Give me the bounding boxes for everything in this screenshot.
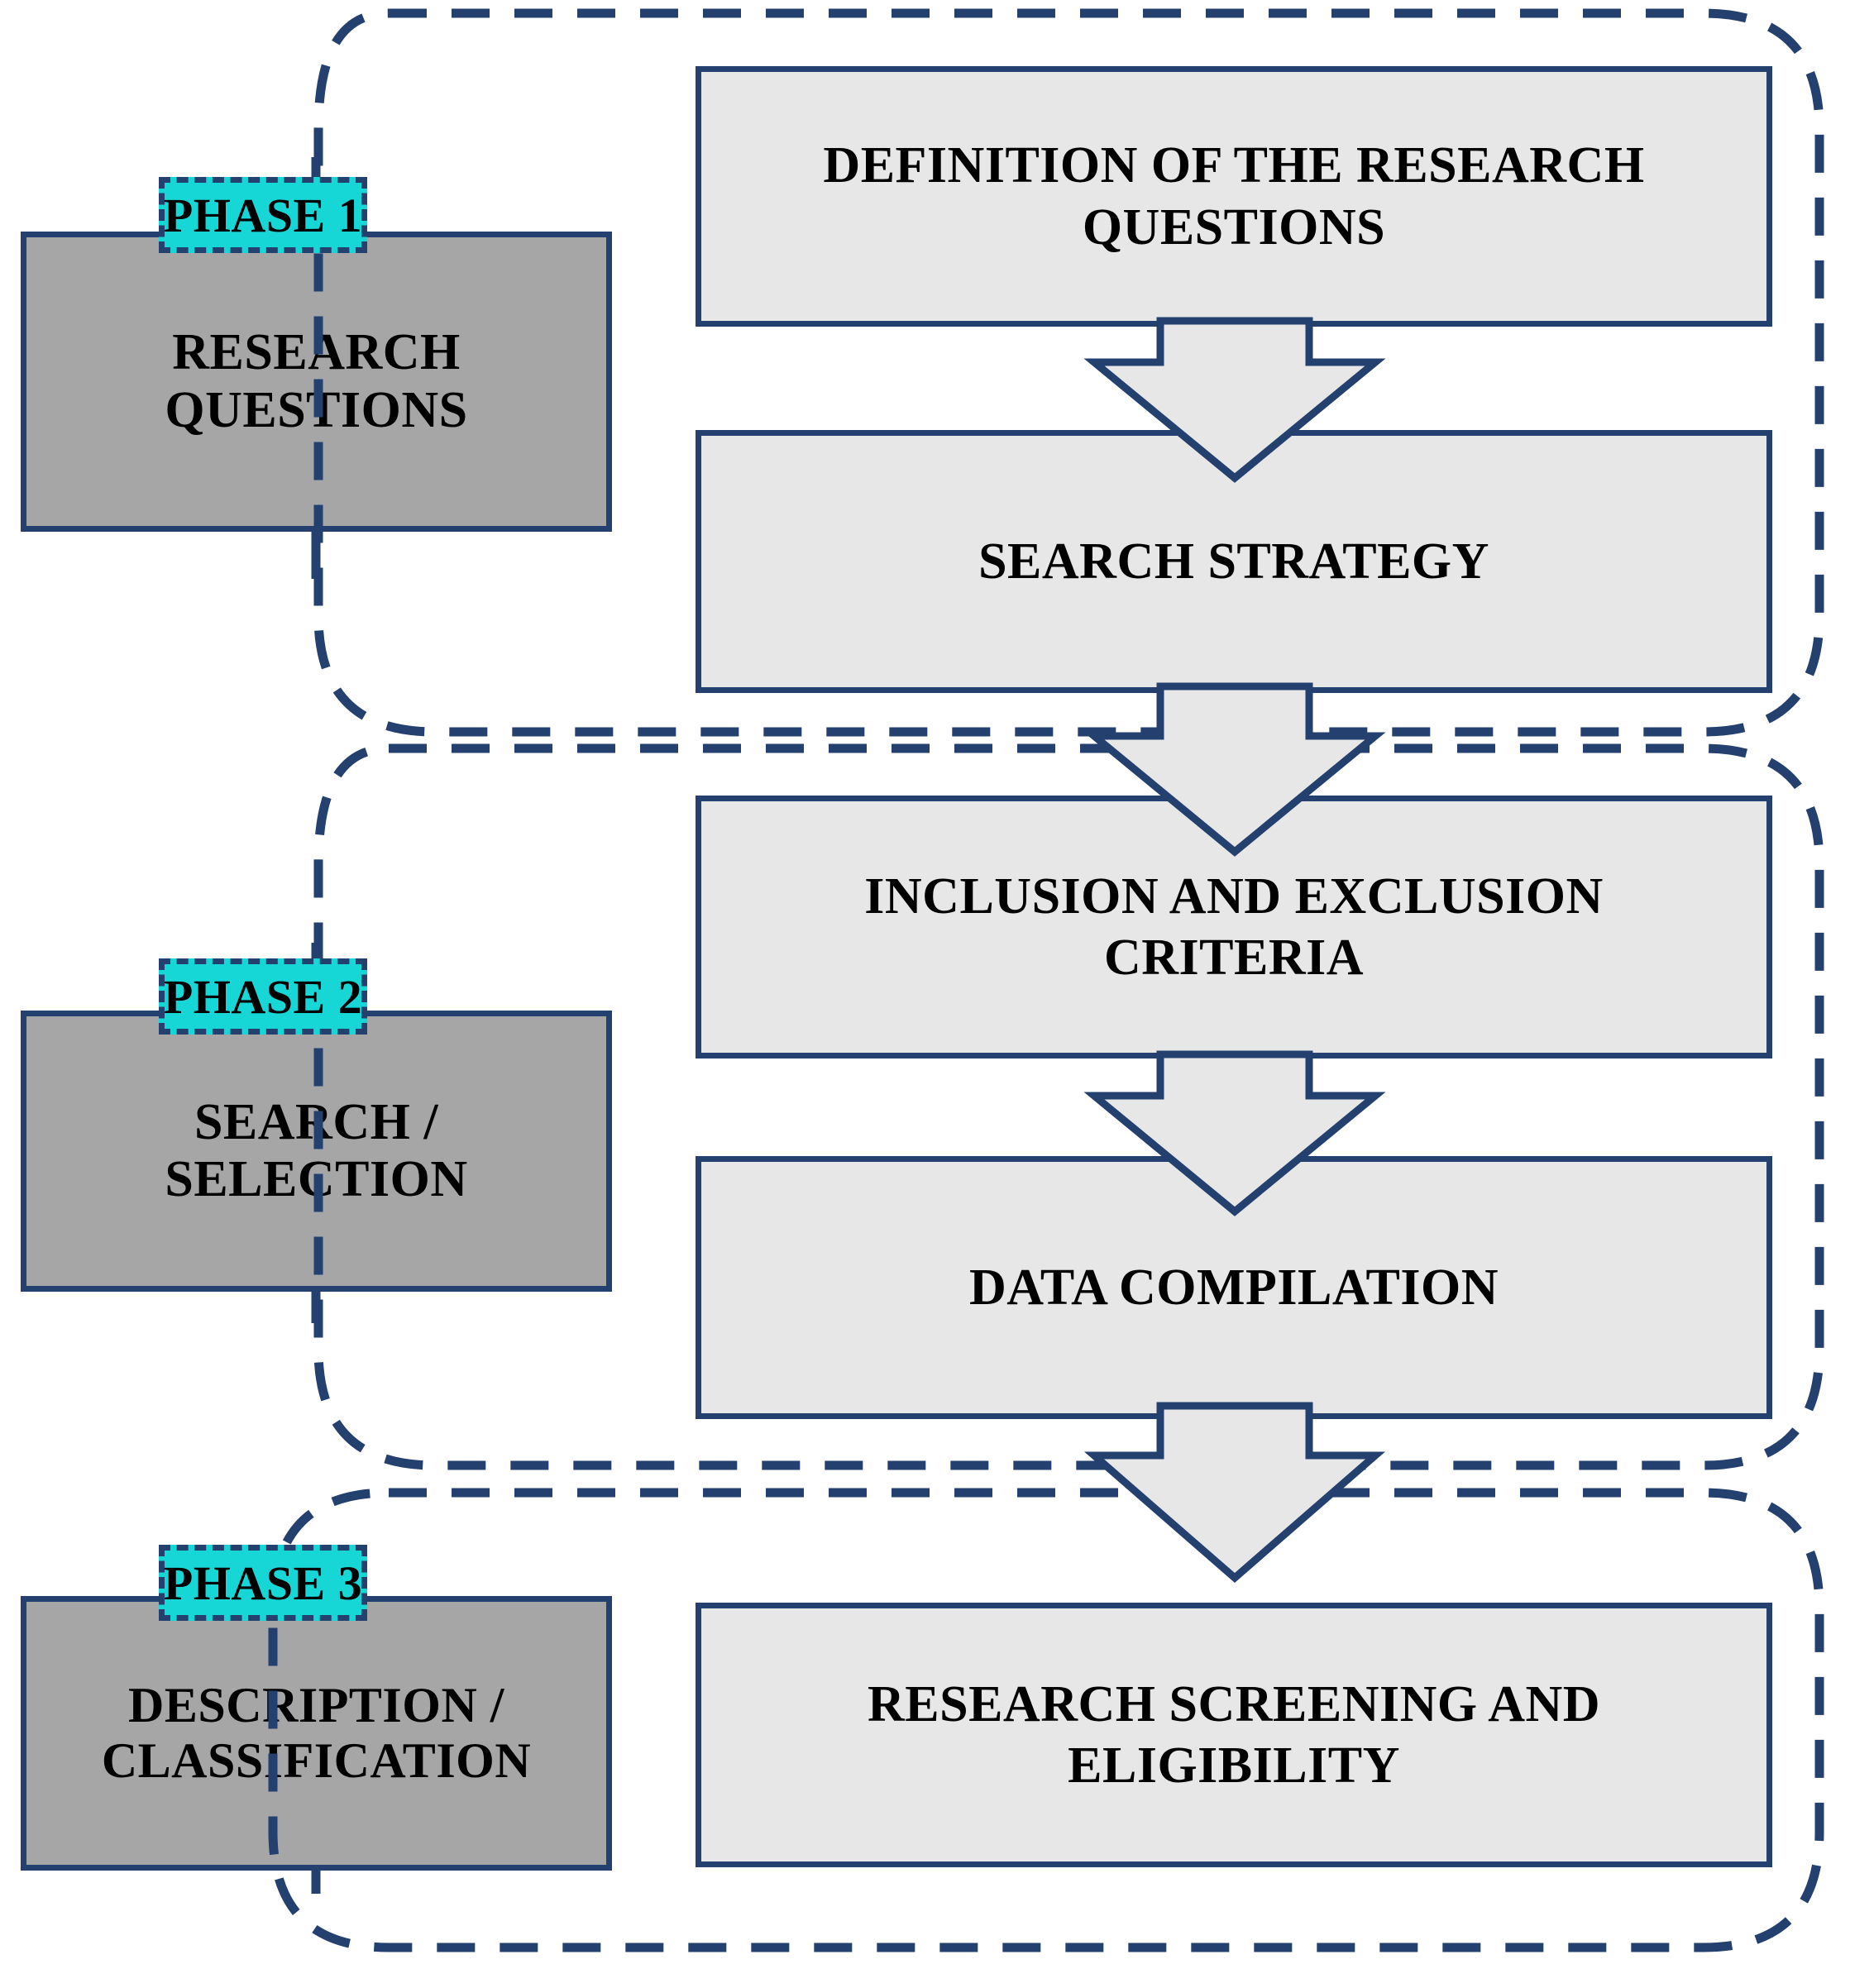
phase-1-name: RESEARCH QUESTIONS <box>165 324 468 438</box>
phase-1-box[interactable]: RESEARCH QUESTIONS <box>21 232 612 532</box>
step-box-research-screening-and-eligibility[interactable]: RESEARCH SCREENING AND ELIGIBILITY <box>696 1603 1772 1867</box>
phase-2-tag-label: PHASE 2 <box>163 969 363 1024</box>
step-box-inclusion-and-exclusion-criteria[interactable]: INCLUSION AND EXCLUSION CRITERIA <box>696 796 1772 1059</box>
phase-3-tag-label: PHASE 3 <box>163 1556 363 1610</box>
phase-1-tag[interactable]: PHASE 1 <box>159 177 367 253</box>
step-box-definition-of-research-questions[interactable]: DEFINITION OF THE RESEARCH QUESTIONS <box>696 66 1772 327</box>
step-box-data-compilation[interactable]: DATA COMPILATION <box>696 1156 1772 1419</box>
phase-3-box[interactable]: DESCRIPTION / CLASSIFICATION <box>21 1596 612 1871</box>
step-label-definition-of-research-questions: DEFINITION OF THE RESEARCH QUESTIONS <box>823 137 1645 256</box>
phase-2-name: SEARCH / SELECTION <box>165 1093 468 1207</box>
flow-arrow-4 <box>1083 1402 1386 1583</box>
phase-3-name: DESCRIPTION / CLASSIFICATION <box>101 1677 532 1788</box>
step-label-search-strategy: SEARCH STRATEGY <box>978 533 1489 590</box>
step-label-research-screening-and-eligibility: RESEARCH SCREENING AND ELIGIBILITY <box>867 1675 1601 1794</box>
phase-2-tag[interactable]: PHASE 2 <box>159 958 367 1035</box>
phase-3-tag[interactable]: PHASE 3 <box>159 1545 367 1621</box>
step-label-inclusion-and-exclusion-criteria: INCLUSION AND EXCLUSION CRITERIA <box>864 867 1604 986</box>
step-box-search-strategy[interactable]: SEARCH STRATEGY <box>696 430 1772 693</box>
step-label-data-compilation: DATA COMPILATION <box>968 1259 1499 1316</box>
phase-2-box[interactable]: SEARCH / SELECTION <box>21 1011 612 1292</box>
phase-1-tag-label: PHASE 1 <box>163 188 363 242</box>
